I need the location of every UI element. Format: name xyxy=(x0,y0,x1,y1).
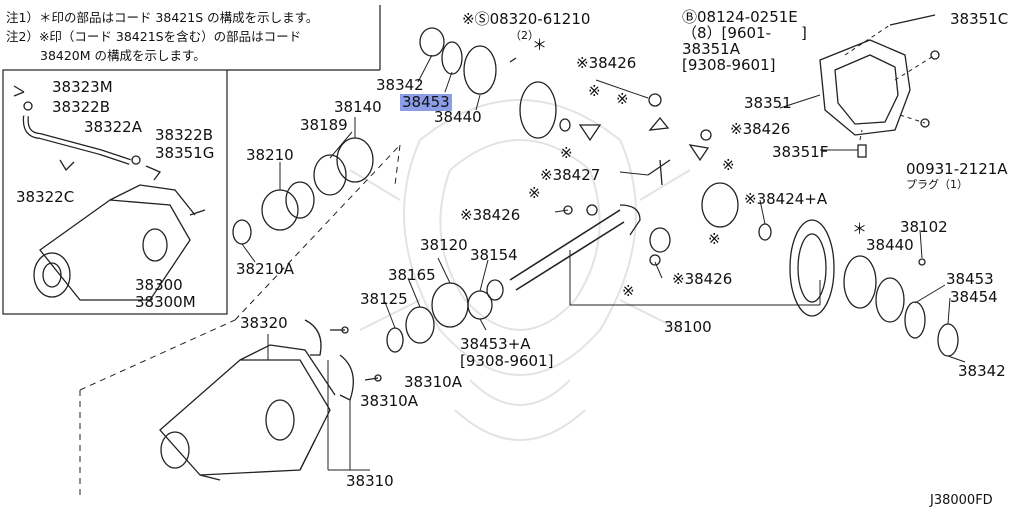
part-label[interactable]: 38310A xyxy=(360,392,418,410)
part-label[interactable]: 38322C xyxy=(16,188,75,206)
plug-label: プラグ（1） xyxy=(906,178,968,191)
part-label[interactable]: 38323M xyxy=(52,78,113,96)
part-label[interactable]: 38440 xyxy=(866,236,914,254)
part-label[interactable]: 38351 xyxy=(744,94,792,112)
part-label[interactable]: 00931-2121A xyxy=(906,160,1008,178)
part-label[interactable]: 38342 xyxy=(376,76,424,94)
carrier-housing xyxy=(159,344,336,481)
qty-label: （2） xyxy=(510,29,539,42)
exploded-guides xyxy=(79,144,401,500)
part-label[interactable]: 38100 xyxy=(664,318,712,336)
part-label[interactable]: 38140 xyxy=(334,98,382,116)
part-label[interactable]: 38351C xyxy=(950,10,1009,28)
range-label: [9308-9601] xyxy=(682,56,776,74)
part-label[interactable]: 38165 xyxy=(388,266,436,284)
part-label[interactable]: ※Ⓢ08320-61210 xyxy=(462,10,591,28)
inset-frame xyxy=(2,69,228,315)
mark-label: ※ xyxy=(708,230,721,248)
part-label[interactable]: 38120 xyxy=(420,236,468,254)
part-label[interactable]: 38351A xyxy=(682,40,740,58)
part-label[interactable]: 38322A xyxy=(84,118,142,136)
part-label[interactable]: 38351F xyxy=(772,143,829,161)
mark-label: ※ xyxy=(722,156,735,174)
part-label[interactable]: 38342 xyxy=(958,362,1006,380)
leader-lines xyxy=(241,54,966,363)
part-label[interactable]: 38125 xyxy=(360,290,408,308)
range-label: （8）[9601- ] xyxy=(682,24,807,42)
mark-label: ＊ xyxy=(532,36,548,54)
mark-label: ※ xyxy=(528,184,541,202)
mark-label: ※ xyxy=(622,282,635,300)
part-label-highlighted[interactable]: 38453 xyxy=(400,93,452,111)
rear-cover xyxy=(819,14,940,158)
mark-label: ※ xyxy=(560,144,573,162)
note-2: 注2）※印（コード 38421Sを含む）の部品はコード xyxy=(6,29,302,44)
part-label[interactable]: ※38426 xyxy=(730,120,791,138)
mark-label: ※ xyxy=(588,82,601,100)
part-label[interactable]: ※38426 xyxy=(460,206,521,224)
diagram-code: J38000FD xyxy=(930,493,993,508)
mark-label: ＊ xyxy=(852,220,868,238)
part-label[interactable]: ※38427 xyxy=(540,166,601,184)
drive-pinion-shaft xyxy=(509,204,821,306)
watermark-emblem xyxy=(349,99,691,441)
part-label[interactable]: 38310A xyxy=(404,373,462,391)
mark-label: ※ xyxy=(616,90,629,108)
part-label[interactable]: 38322B xyxy=(155,126,214,144)
breather-hose-assy xyxy=(13,85,162,181)
part-label[interactable]: 38322B xyxy=(52,98,111,116)
part-label[interactable]: 38210 xyxy=(246,146,294,164)
part-label[interactable]: ※38426 xyxy=(672,270,733,288)
part-label[interactable]: 38453+A xyxy=(460,335,531,353)
note-3: 38420M の構成を示します。 xyxy=(40,48,206,63)
part-label[interactable]: ※38426 xyxy=(576,54,637,72)
part-label[interactable]: 38351G xyxy=(155,144,215,162)
part-label[interactable]: 38320 xyxy=(240,314,288,332)
part-label[interactable]: 38300M xyxy=(135,293,196,311)
part-label[interactable]: 38102 xyxy=(900,218,948,236)
bearing-caps xyxy=(304,319,382,471)
part-label[interactable]: 38154 xyxy=(470,246,518,264)
part-label[interactable]: 38454 xyxy=(950,288,998,306)
part-label[interactable]: Ⓑ08124-0251E xyxy=(682,8,798,26)
part-label[interactable]: 38440 xyxy=(434,108,482,126)
part-label[interactable]: 38453 xyxy=(946,270,994,288)
part-label[interactable]: 38210A xyxy=(236,260,294,278)
range-label: [9308-9601] xyxy=(460,352,554,370)
note-1: 注1）＊印の部品はコード 38421S の構成を示します。 xyxy=(6,10,319,25)
part-label[interactable]: 38310 xyxy=(346,472,394,490)
part-label[interactable]: 38300 xyxy=(135,276,183,294)
part-label[interactable]: ※38424+A xyxy=(744,190,828,208)
differential-assy xyxy=(33,184,206,301)
side-bearing-parts xyxy=(419,27,772,266)
part-label[interactable]: 38189 xyxy=(300,116,348,134)
